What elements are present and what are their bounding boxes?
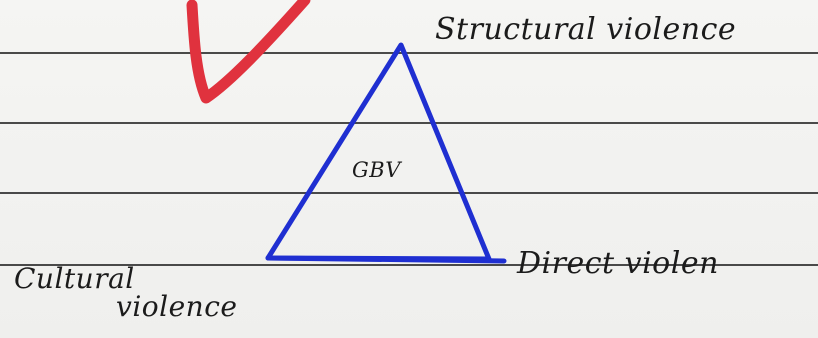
ruled-line: [0, 52, 818, 54]
center-label-gbv: GBV: [352, 158, 401, 182]
ruled-line: [0, 264, 818, 266]
ruled-line: [0, 122, 818, 124]
cultural-violence-label-line1: Cultural: [14, 262, 135, 295]
violence-triangle: [265, 42, 492, 262]
cultural-violence-label-line2: violence: [116, 290, 238, 323]
structural-violence-label: Structural violence: [435, 12, 737, 47]
ruled-line: [0, 192, 818, 194]
red-tick-mark: [186, 0, 311, 104]
triangle-base-extension: [265, 255, 507, 264]
direct-violence-label: Direct violen: [517, 246, 719, 281]
